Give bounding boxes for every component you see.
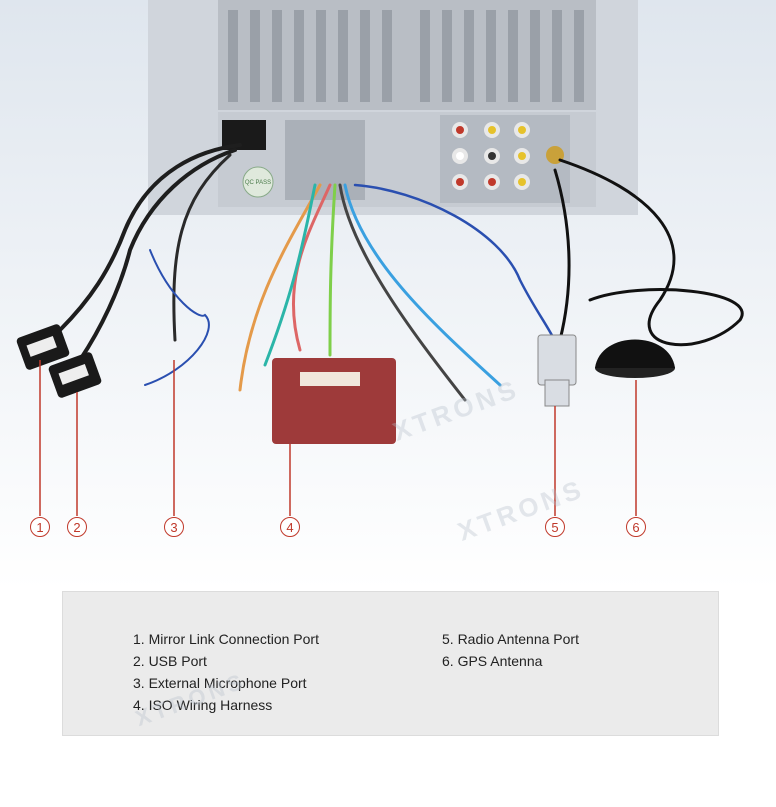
legend-box: 1. Mirror Link Connection Port 2. USB Po… [62,591,719,736]
legend-right-column: 5. Radio Antenna Port 6. GPS Antenna [442,628,579,672]
legend-left-column: 1. Mirror Link Connection Port 2. USB Po… [133,628,319,716]
legend-item-external-microphone: 3. External Microphone Port [133,675,307,691]
radio-antenna-connector [537,334,577,407]
usb-connectors [16,324,102,398]
callout-3: 3 [164,517,184,537]
qc-sticker: QC PASS [245,180,271,186]
callout-6: 6 [626,517,646,537]
gps-antenna [595,339,675,378]
product-photo: QC PASS [0,0,776,590]
iso-harness [272,358,396,444]
leader-lines [39,360,637,516]
legend-item-radio-antenna: 5. Radio Antenna Port [442,631,579,647]
cables [58,143,744,402]
head-unit [148,0,638,215]
legend-item-mirror-link: 1. Mirror Link Connection Port [133,631,319,647]
legend-item-iso-harness: 4. ISO Wiring Harness [133,697,273,713]
callout-5: 5 [545,517,565,537]
legend-item-gps-antenna: 6. GPS Antenna [442,653,543,669]
callout-1: 1 [30,517,50,537]
legend-item-usb-port: 2. USB Port [133,653,207,669]
callout-2: 2 [67,517,87,537]
callout-4: 4 [280,517,300,537]
